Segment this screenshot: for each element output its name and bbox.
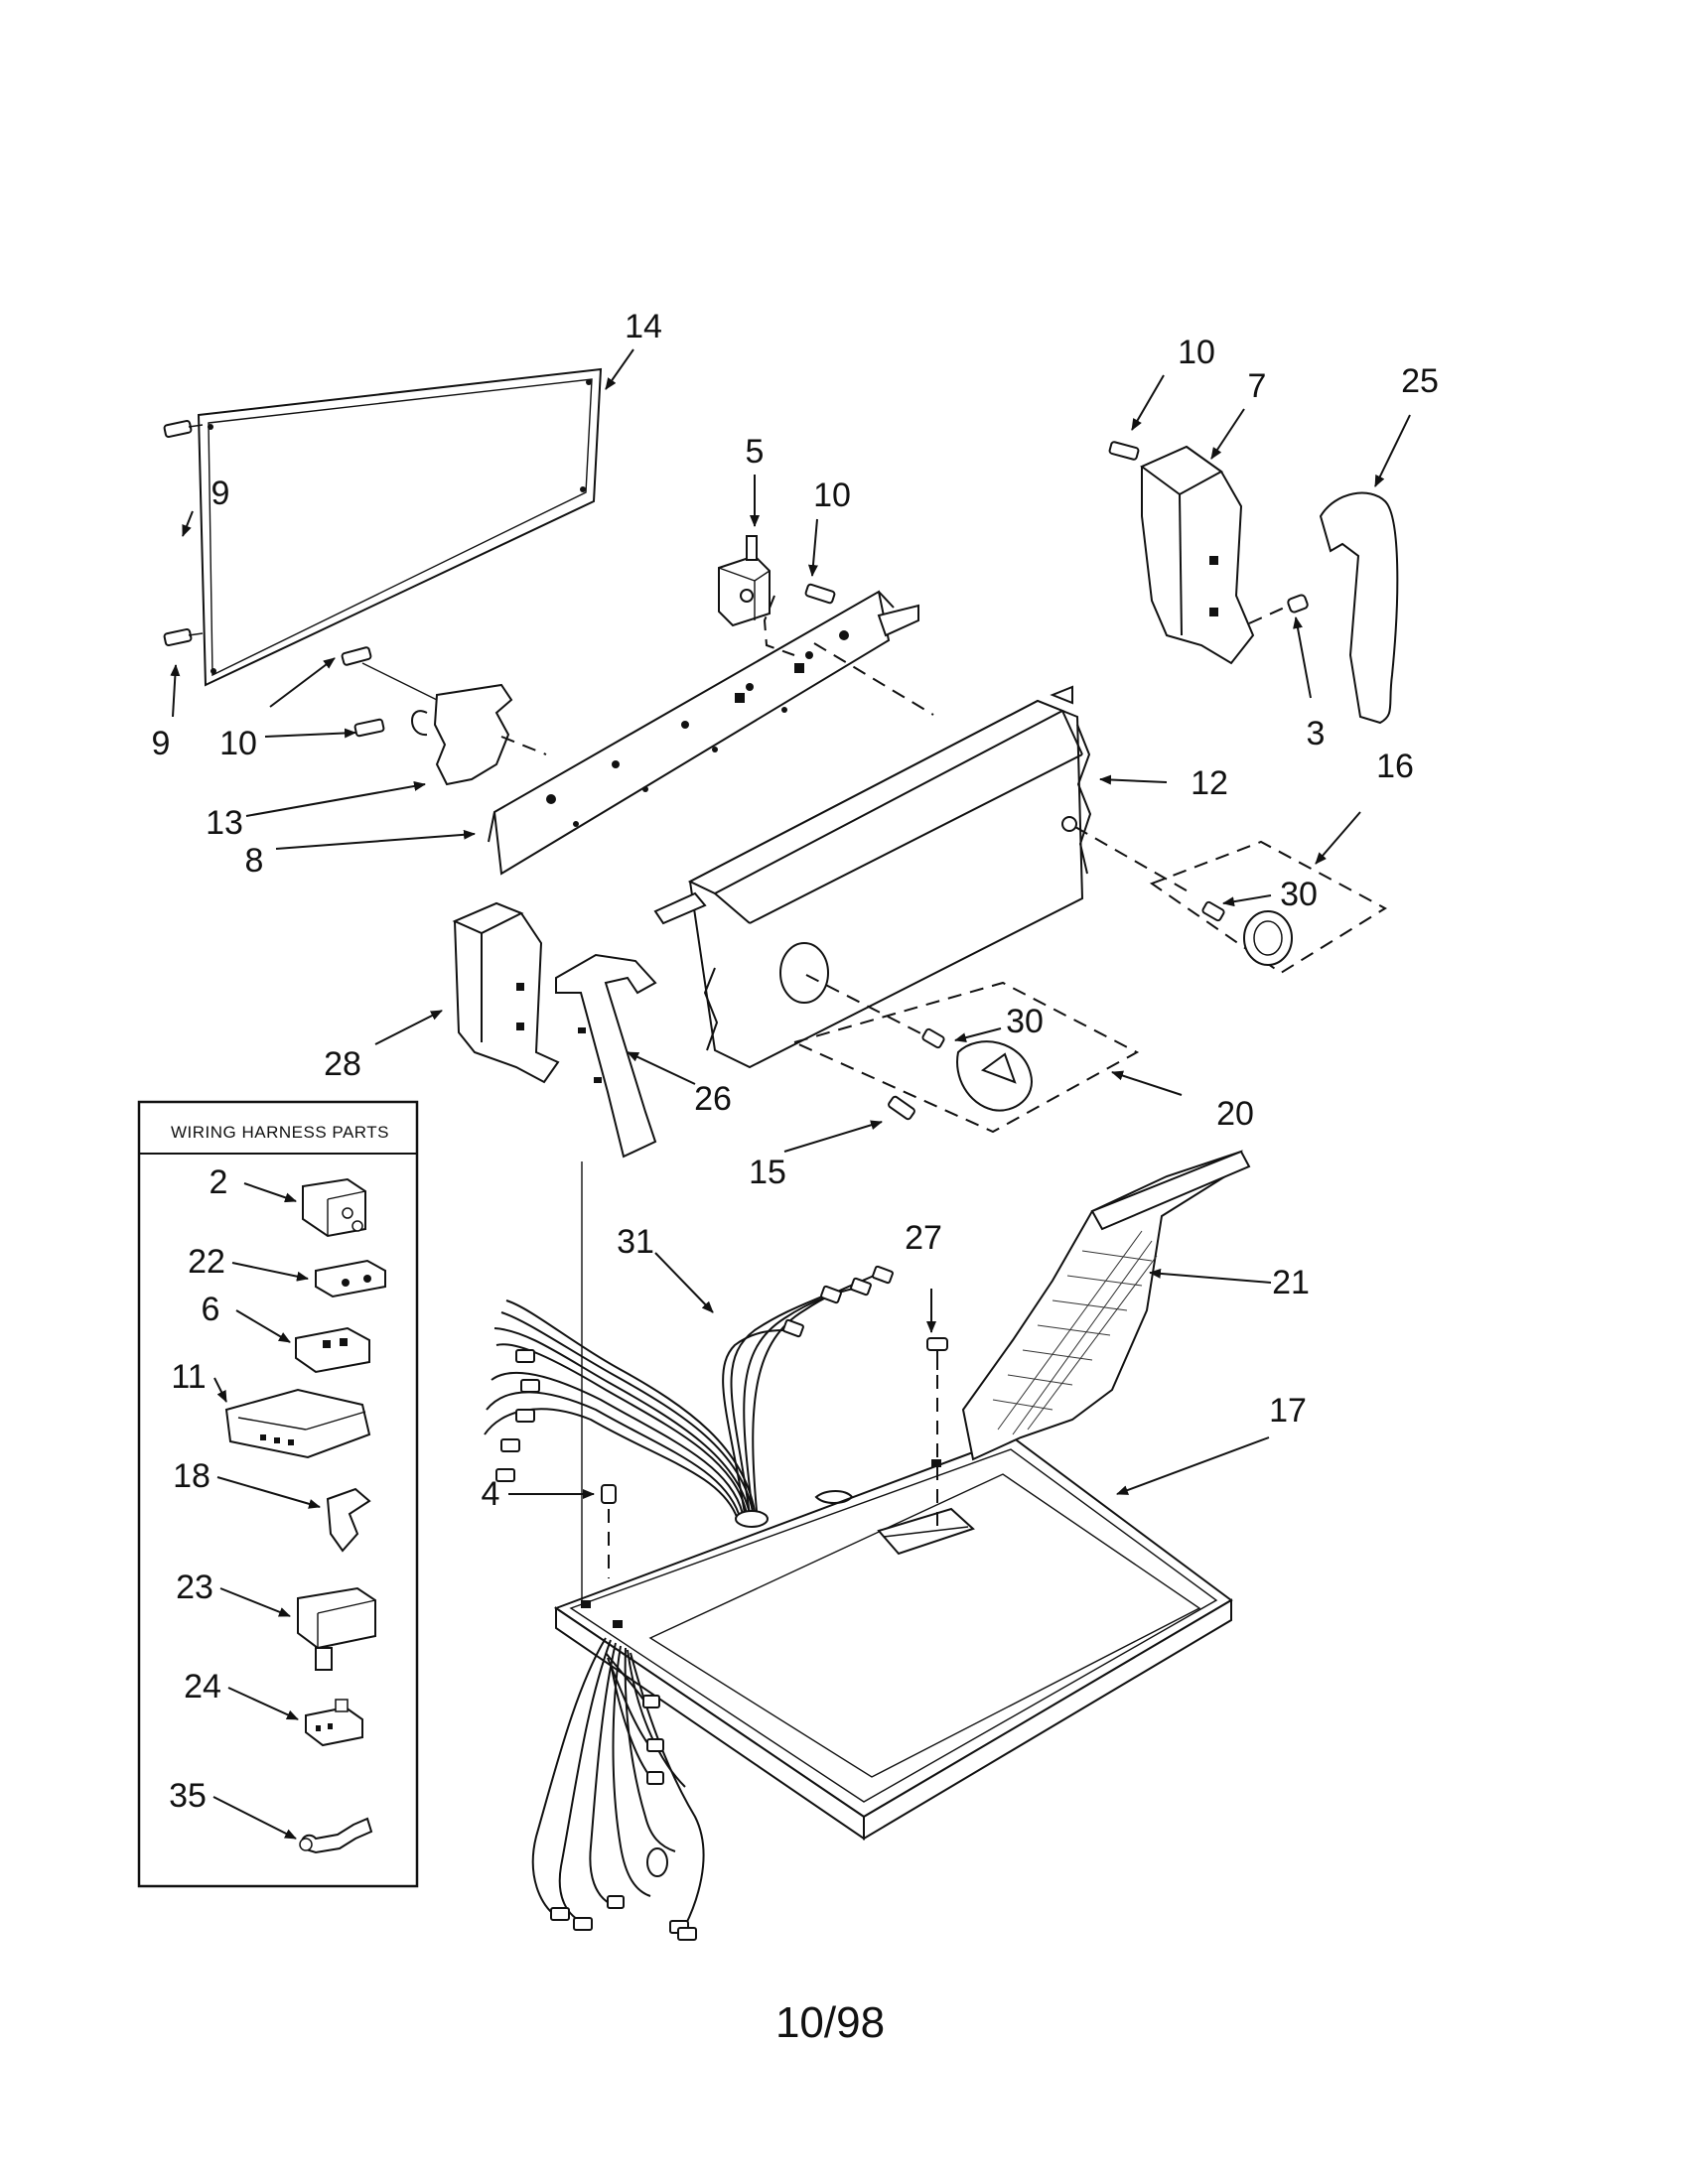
wiring-harness-lower	[531, 1637, 705, 1941]
callout-wh-23: 23	[176, 1569, 213, 1606]
endcap-right-7	[1140, 445, 1255, 665]
console-12	[653, 685, 1092, 1069]
leader-wh-6	[235, 1309, 291, 1343]
callout-25: 25	[1401, 362, 1439, 400]
screw-10-left-lower	[353, 718, 385, 738]
connector-22	[315, 1259, 386, 1298]
callout-wh-18: 18	[173, 1457, 210, 1495]
callout-9-upper: 9	[211, 475, 230, 512]
screw-10-right	[1108, 441, 1140, 461]
callout-wh-6: 6	[202, 1291, 220, 1328]
leader-wh-35	[212, 1796, 297, 1840]
screw-27	[926, 1337, 948, 1534]
screw-3	[1248, 594, 1309, 624]
callout-5: 5	[746, 433, 765, 471]
screw-9-upper	[163, 419, 204, 439]
connector-23	[297, 1586, 376, 1671]
leader-wh-22	[231, 1262, 309, 1282]
screw-10-middle	[804, 583, 836, 605]
callout-wh-11: 11	[171, 1358, 206, 1396]
callout-30-lower: 30	[1006, 1003, 1044, 1040]
callout-4: 4	[482, 1475, 500, 1513]
callout-3: 3	[1307, 715, 1326, 752]
leader-wh-24	[227, 1687, 299, 1720]
terminal-35	[299, 1817, 373, 1854]
callout-wh-2: 2	[210, 1163, 228, 1201]
callout-wh-22: 22	[188, 1243, 225, 1281]
screw-9-lower	[163, 627, 204, 647]
callout-26: 26	[694, 1080, 732, 1118]
callout-9-lower: 9	[152, 725, 171, 762]
endcap-left-28	[452, 901, 560, 1084]
callout-7: 7	[1248, 367, 1267, 405]
leader-wh-18	[216, 1476, 321, 1509]
callout-labels: 14 9 9 10 13 8 5 10 10 7 25 3 12 16 30 3…	[152, 308, 1439, 1513]
connector-2	[302, 1177, 366, 1238]
connector-6	[295, 1326, 370, 1374]
callout-31: 31	[617, 1223, 654, 1261]
connector-24	[305, 1699, 363, 1747]
leader-lines	[170, 348, 1411, 1499]
control-rail-8	[488, 590, 919, 876]
trim-right-25	[1319, 491, 1399, 725]
leader-wh-23	[219, 1587, 291, 1617]
callout-28: 28	[324, 1045, 361, 1083]
callout-10-middle: 10	[813, 477, 851, 514]
callout-30-upper: 30	[1280, 876, 1318, 913]
knob-group-16	[1149, 840, 1388, 975]
callout-14: 14	[625, 308, 662, 345]
footer-date: 10/98	[775, 1998, 885, 2047]
callout-15: 15	[749, 1154, 786, 1191]
callout-27: 27	[905, 1219, 942, 1257]
callout-10-right: 10	[1178, 334, 1215, 371]
callout-17: 17	[1269, 1392, 1307, 1430]
selector-switch-5	[718, 535, 795, 656]
connector-11	[224, 1388, 371, 1459]
callout-13: 13	[206, 804, 243, 842]
screw-10-left-upper	[341, 646, 372, 666]
leader-wh-2	[243, 1182, 297, 1203]
top-cover-17	[553, 1435, 1233, 1841]
wiring-harness-parts-box: WIRING HARNESS PARTS	[137, 1100, 419, 1888]
wiring-box-title: WIRING HARNESS PARTS	[171, 1123, 389, 1142]
trim-left-26	[555, 953, 657, 1159]
clip-4	[601, 1484, 617, 1578]
knob-group-20	[791, 981, 1140, 1134]
lint-screen-21	[961, 1150, 1251, 1461]
callout-20: 20	[1216, 1095, 1254, 1133]
wiring-harness-31	[484, 1265, 894, 1528]
callout-8: 8	[245, 842, 264, 880]
leader-wh-11	[213, 1377, 227, 1403]
terminal-18	[326, 1487, 371, 1553]
callout-21: 21	[1272, 1264, 1310, 1301]
callout-16: 16	[1376, 748, 1414, 785]
callout-12: 12	[1191, 764, 1228, 802]
callout-10-left: 10	[219, 725, 257, 762]
callout-wh-24: 24	[184, 1668, 221, 1706]
back-panel-14	[197, 367, 603, 687]
callout-wh-35: 35	[169, 1777, 207, 1815]
switch-13	[361, 662, 547, 786]
